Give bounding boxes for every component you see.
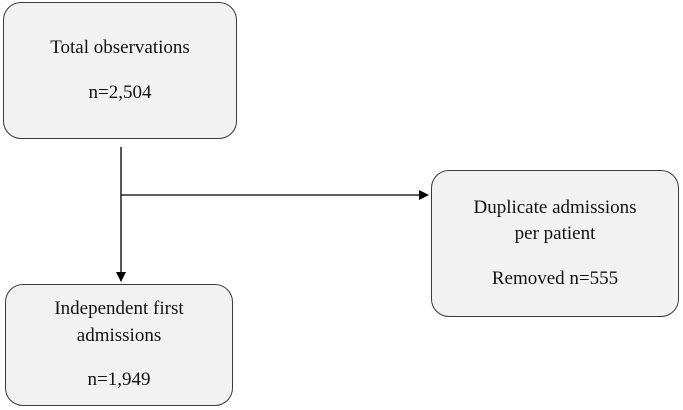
total-observations-count: n=2,504 [88,81,152,103]
duplicate-admissions-count: Removed n=555 [491,267,619,289]
independent-admissions-title-line1: Independent first [54,298,184,320]
independent-admissions-count: n=1,949 [87,369,151,391]
duplicate-admissions-box: Duplicate admissions per patient Removed… [431,170,679,317]
duplicate-admissions-title-line1: Duplicate admissions [473,196,637,218]
independent-admissions-box: Independent first admissions n=1,949 [5,284,233,406]
independent-admissions-title-line2: admissions [76,324,162,346]
total-observations-box: Total observations n=2,504 [3,2,237,139]
duplicate-admissions-title-line2: per patient [514,223,596,245]
total-observations-title: Total observations [50,36,190,58]
